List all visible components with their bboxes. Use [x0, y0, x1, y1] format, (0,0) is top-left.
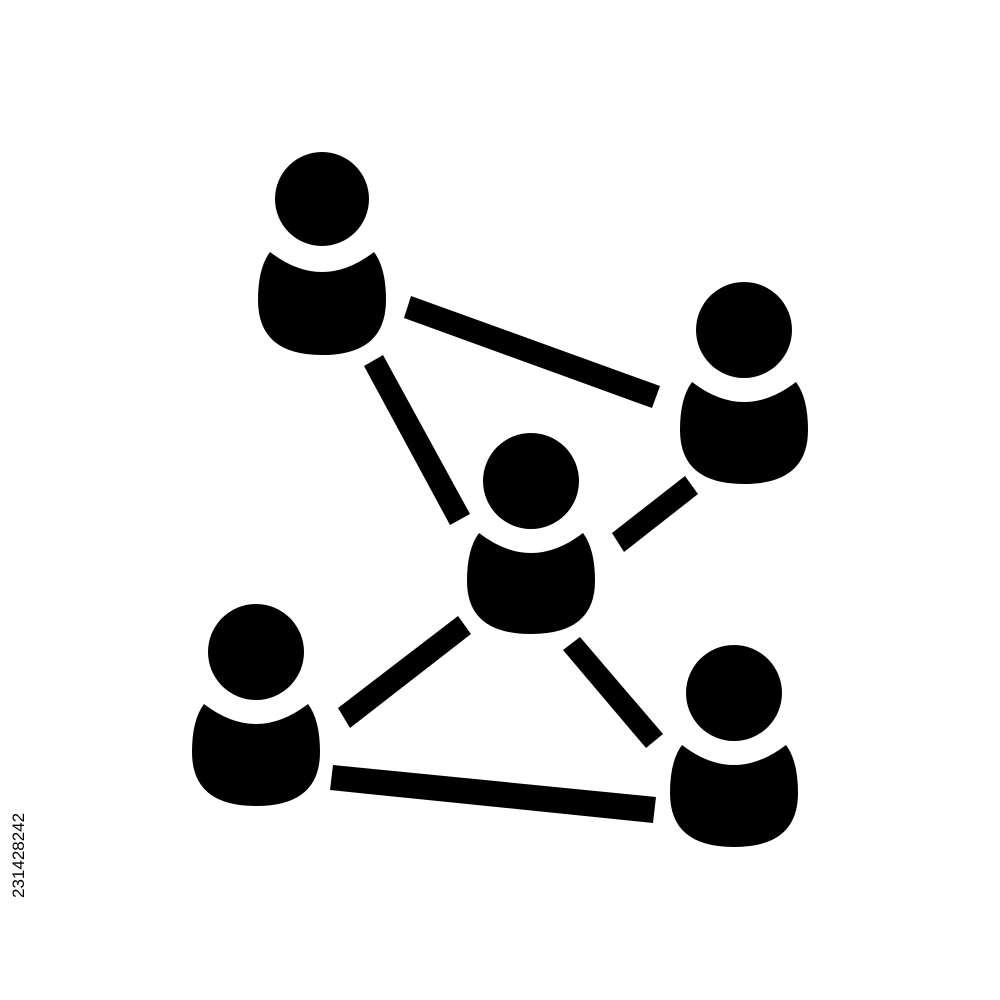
stock-image-id: 231428242: [9, 812, 28, 898]
person-bottom-right: [670, 645, 798, 847]
person-right: [680, 282, 808, 484]
user-icon-head: [696, 282, 792, 378]
user-icon-head: [686, 645, 782, 741]
connection-line-center-bottom-right: [563, 637, 663, 748]
connection-line-bottom: [330, 765, 656, 823]
person-bottom-left: [192, 604, 320, 806]
connection-line-center-bottom-left: [338, 616, 471, 728]
user-icon-head: [483, 433, 579, 529]
connection-line-top: [404, 296, 660, 408]
user-icon-head: [275, 152, 369, 246]
user-icon-body: [467, 533, 595, 634]
user-icon-head: [208, 604, 304, 700]
user-icon-body: [680, 382, 808, 484]
connection-line-right-center: [612, 476, 698, 552]
person-center: [467, 433, 595, 634]
user-icon-body: [258, 252, 386, 355]
user-icon-body: [670, 745, 798, 847]
connection-line-top-left-center: [364, 355, 470, 525]
user-icon-body: [192, 704, 320, 806]
person-top-left: [258, 152, 386, 355]
